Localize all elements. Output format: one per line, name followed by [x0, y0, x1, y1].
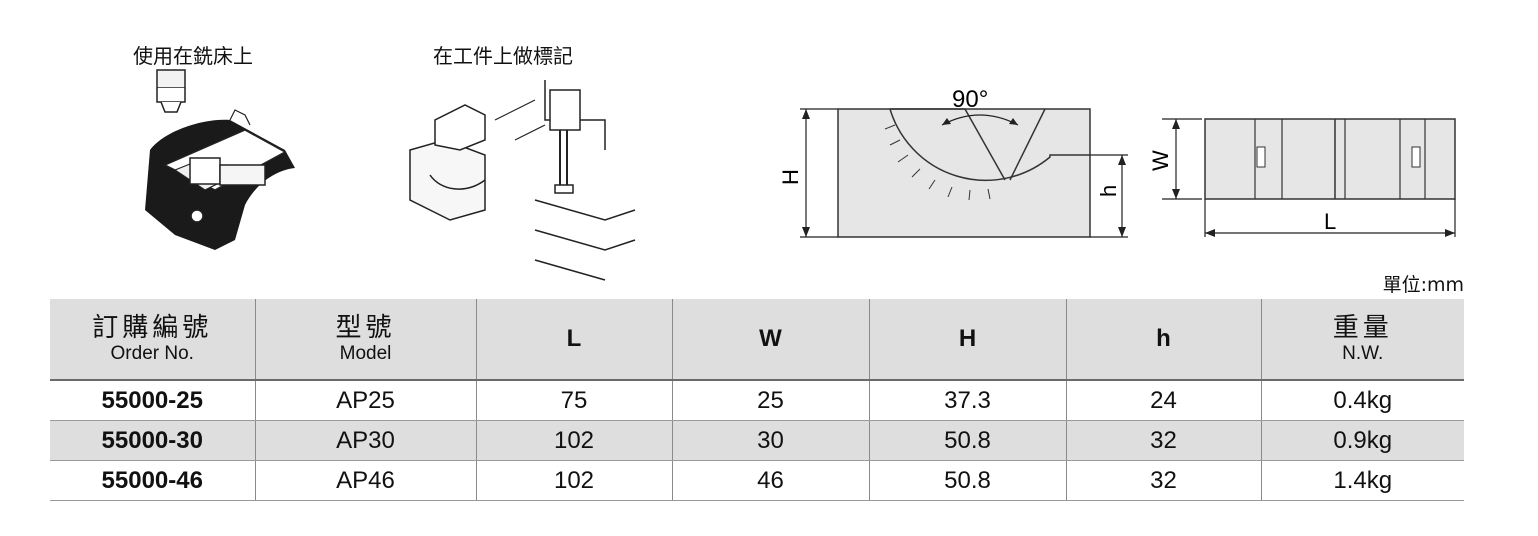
angle-label: 90° — [952, 86, 988, 113]
header-W: W — [671, 299, 869, 380]
cell-h: 24 — [1065, 380, 1261, 421]
header-model: 型號 Model — [254, 299, 476, 380]
cell-h: 32 — [1065, 460, 1261, 501]
table-row: 55000-30 AP30 102 30 50.8 32 0.9kg — [50, 420, 1464, 461]
top-view-diagram: W L — [1148, 118, 1456, 237]
header-h-label: h — [1156, 325, 1171, 352]
cell-L: 75 — [475, 380, 672, 421]
table-header-row: 訂購編號 Order No. 型號 Model L W H h 重量 N.W. — [50, 299, 1464, 380]
cell-H: 50.8 — [868, 420, 1066, 461]
header-H: H — [868, 299, 1066, 380]
header-order-no: 訂購編號 Order No. — [50, 299, 255, 380]
header-L-label: L — [566, 325, 582, 352]
cell-order-no: 55000-30 — [50, 420, 255, 461]
cell-H: 37.3 — [868, 380, 1066, 421]
header-W-label: W — [759, 325, 782, 352]
cell-weight: 1.4kg — [1260, 460, 1464, 501]
cell-model: AP25 — [254, 380, 476, 421]
cell-W: 46 — [671, 460, 869, 501]
header-model-en: Model — [339, 343, 392, 364]
dim-h-label: h — [1096, 185, 1121, 197]
cell-weight: 0.4kg — [1260, 380, 1464, 421]
table-row: 55000-25 AP25 75 25 37.3 24 0.4kg — [50, 380, 1464, 421]
cell-model: AP46 — [254, 460, 476, 501]
header-order-no-en: Order No. — [110, 343, 194, 364]
cell-order-no: 55000-25 — [50, 380, 255, 421]
marking-illustration — [409, 80, 636, 281]
header-h: h — [1065, 299, 1261, 380]
header-weight-en: N.W. — [1342, 343, 1384, 364]
milling-illustration — [145, 69, 295, 250]
dim-W-label: W — [1148, 150, 1173, 171]
cell-model: AP30 — [254, 420, 476, 461]
cell-L: 102 — [475, 420, 672, 461]
table-row: 55000-46 AP46 102 46 50.8 32 1.4kg — [50, 460, 1464, 501]
dim-L-label: L — [1324, 209, 1336, 234]
header-H-label: H — [958, 325, 977, 352]
header-order-no-zh: 訂購編號 — [92, 313, 213, 343]
cell-W: 30 — [671, 420, 869, 461]
cell-weight: 0.9kg — [1260, 420, 1464, 461]
spec-table: 訂購編號 Order No. 型號 Model L W H h 重量 N.W. … — [50, 299, 1464, 501]
header-weight: 重量 N.W. — [1260, 299, 1464, 380]
cell-W: 25 — [671, 380, 869, 421]
cell-H: 50.8 — [868, 460, 1066, 501]
header-weight-zh: 重量 — [1332, 313, 1393, 343]
cell-h: 32 — [1065, 420, 1261, 461]
cell-L: 102 — [475, 460, 672, 501]
header-L: L — [475, 299, 672, 380]
caption-milling: 使用在銑床上 — [133, 44, 253, 68]
unit-label: 單位:mm — [1382, 274, 1464, 296]
cell-order-no: 55000-46 — [50, 460, 255, 501]
front-view-diagram: H h 90° — [778, 86, 1128, 238]
dim-H-label: H — [778, 169, 803, 185]
caption-marking: 在工件上做標記 — [433, 44, 573, 68]
header-model-zh: 型號 — [335, 313, 396, 343]
